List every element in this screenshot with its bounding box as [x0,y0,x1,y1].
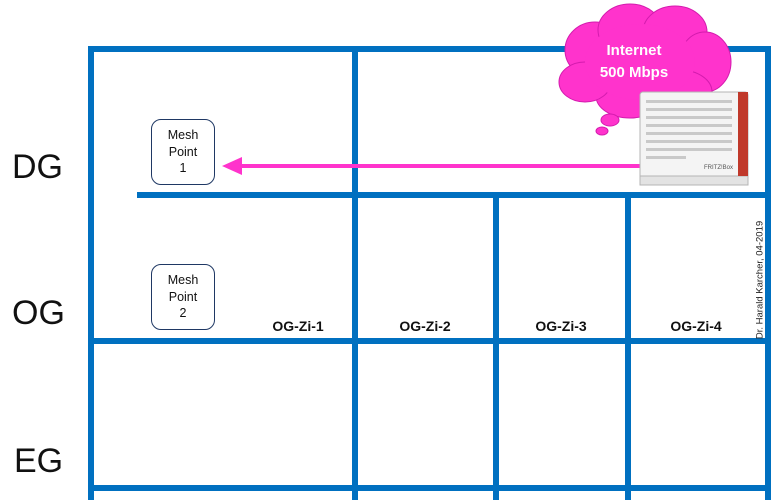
walls [88,46,771,500]
room-label-og-zi-2: OG-Zi-2 [399,318,451,334]
floor-label-dg: DG [12,148,63,186]
room-label-og-zi-1: OG-Zi-1 [272,318,324,334]
arrow-head [222,157,242,175]
floor-label-og: OG [12,294,65,332]
router-icon: FRITZ!Box [639,91,749,186]
internet-cloud [558,3,732,136]
router-brand: FRITZ!Box [704,165,733,171]
wifi-link-arrow [222,157,640,175]
mesh-point-1: Mesh Point 1 [151,119,215,185]
author-credit: Dr. Harald Karcher, 04-2019 [754,220,766,340]
room-label-og-zi-3: OG-Zi-3 [535,318,587,334]
internet-label-line2: 500 Mbps [599,63,669,81]
internet-label: Internet 500 Mbps [574,40,694,84]
floor-label-eg: EG [14,442,64,480]
room-label-og-zi-4: OG-Zi-4 [670,318,722,334]
internet-label-line1: Internet [606,42,662,59]
mesh-point-2: Mesh Point 2 [151,264,215,330]
